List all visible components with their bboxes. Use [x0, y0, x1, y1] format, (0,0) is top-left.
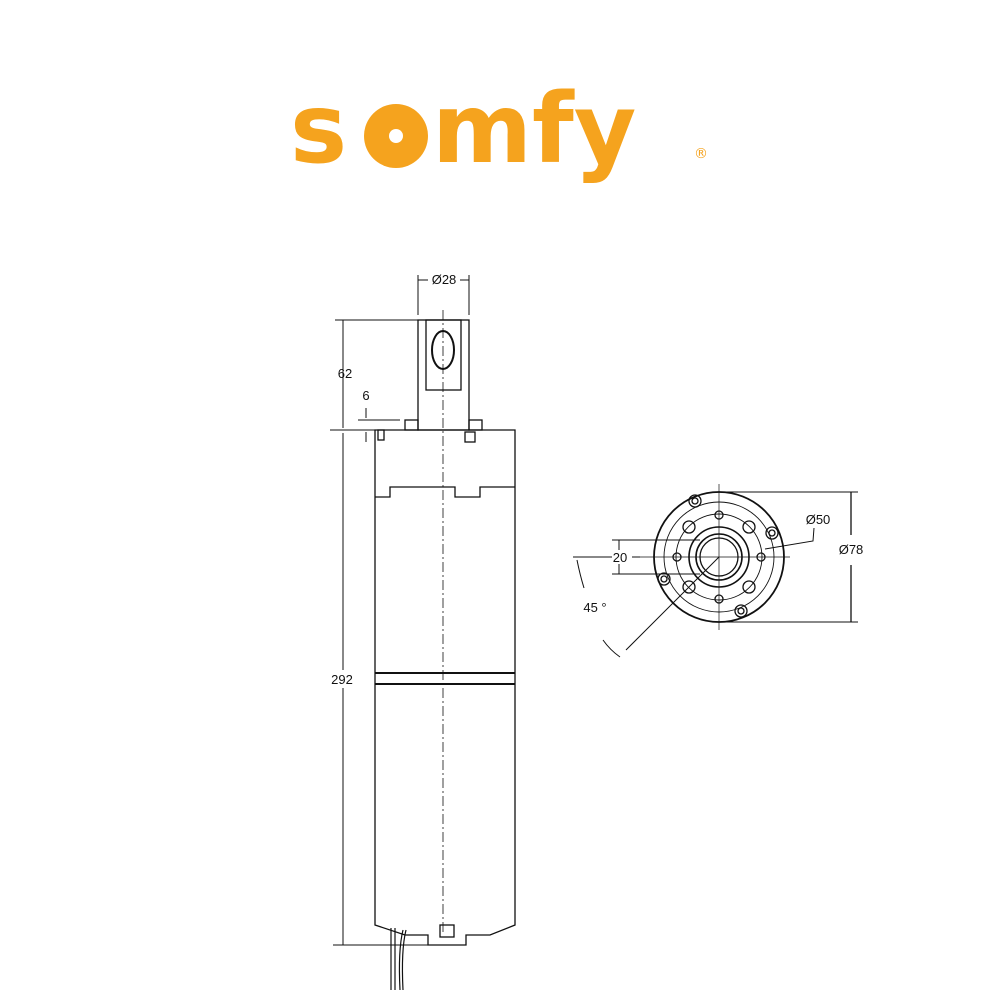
motor-body	[374, 429, 516, 946]
dim-angle: 45 °	[583, 600, 606, 615]
dim-shaft-height: 62	[338, 366, 352, 381]
dim-body-length: 292	[331, 672, 353, 687]
side-view	[330, 275, 516, 991]
somfy-logo: s mfy ®	[290, 73, 708, 185]
end-view	[573, 484, 858, 658]
dim-outer-diameter: Ø78	[839, 542, 864, 557]
dim-shaft-diameter: Ø28	[432, 272, 457, 287]
dim-bolt-circle: Ø50	[806, 512, 831, 527]
logo-s: s	[290, 73, 347, 185]
dim-offset: 20	[613, 550, 627, 565]
logo-trademark: ®	[694, 146, 708, 162]
logo-mfy: mfy	[432, 73, 636, 185]
cable	[390, 928, 407, 991]
dim-flange-offset: 6	[362, 388, 369, 403]
